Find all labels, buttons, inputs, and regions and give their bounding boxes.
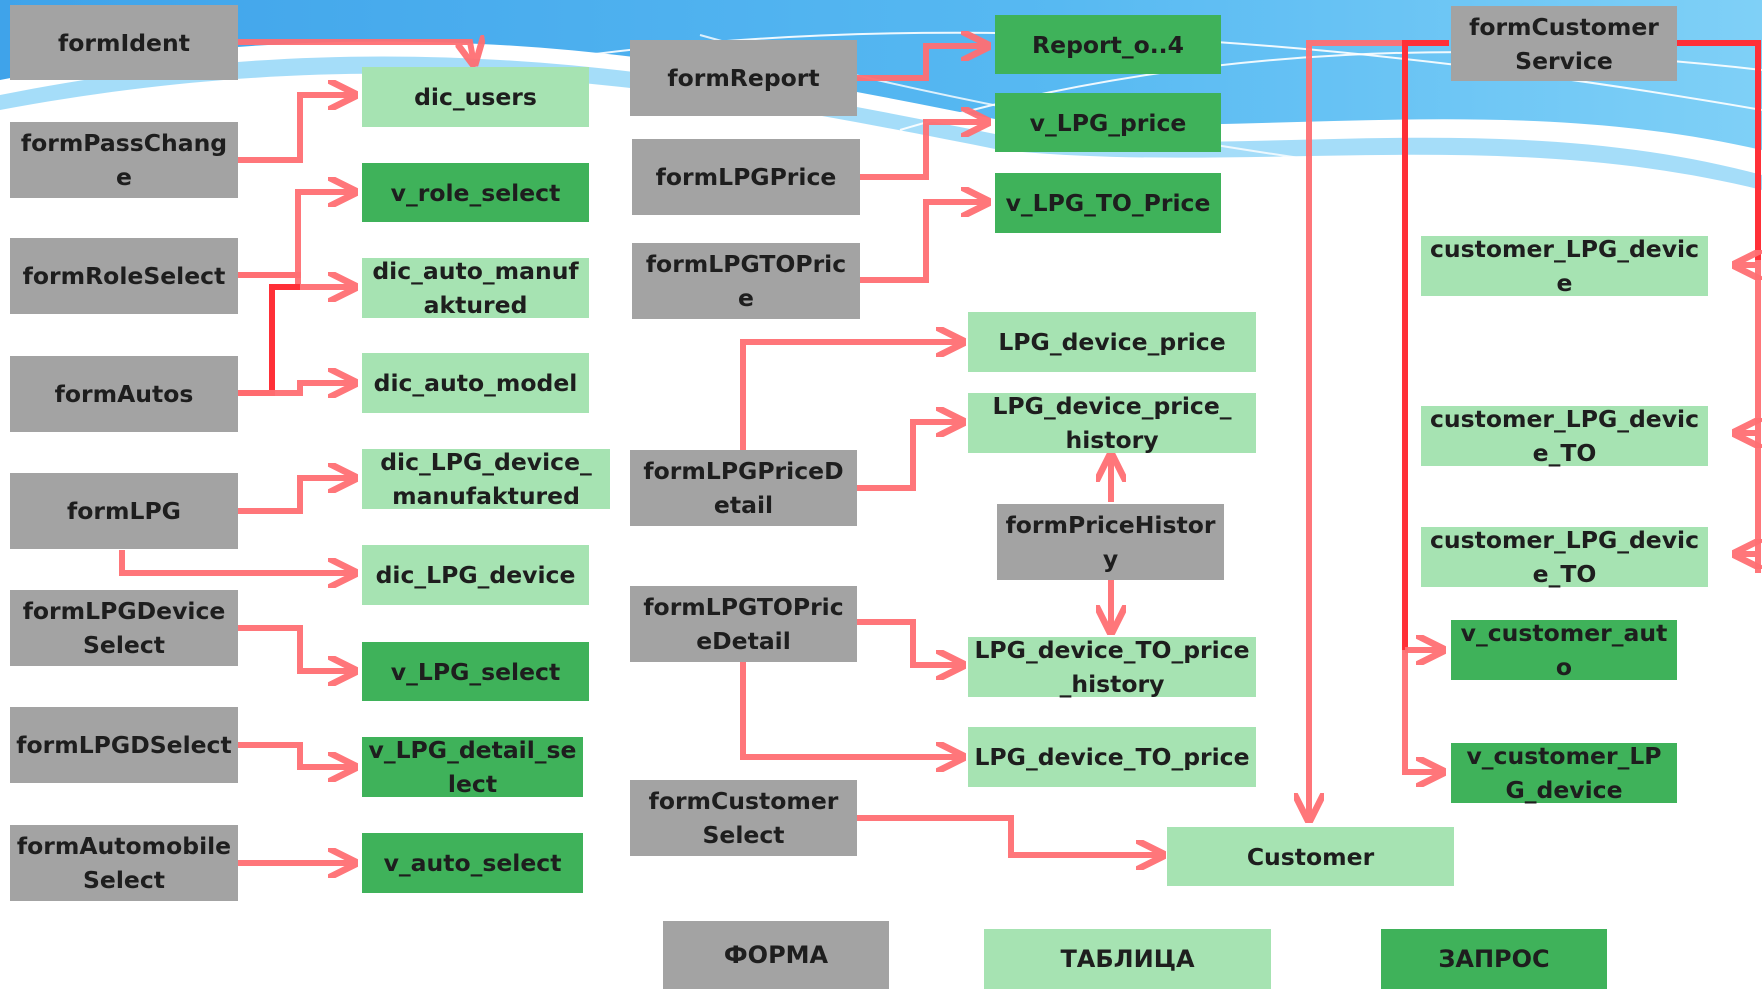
query-node-v_role_select: v_role_select	[362, 163, 589, 222]
table-node-customer_LPG_device_TO-1: customer_LPG_device_TO	[1421, 405, 1708, 467]
form-node-formAutomobileSelect: formAutomobileSelect	[10, 825, 238, 901]
form-node-formAutos: formAutos	[10, 356, 238, 432]
form-node-formIdent: formIdent	[10, 5, 238, 80]
table-node-customer_LPG_device_TO-2: customer_LPG_device_TO	[1421, 526, 1708, 588]
form-node-formReport: formReport	[630, 40, 857, 116]
table-node-dic_auto_model: dic_auto_model	[362, 353, 589, 413]
form-node-formLPGTOPrice: formLPGTOPrice	[632, 243, 860, 319]
form-node-formRoleSelect: formRoleSelect	[10, 238, 238, 314]
query-node-v_LPG_select: v_LPG_select	[362, 642, 589, 701]
form-node-formLPG: formLPG	[10, 473, 238, 549]
table-node-LPG_device_TO_price_history: LPG_device_TO_price_history	[968, 636, 1256, 698]
query-node-v_LPG_TO_Price: v_LPG_TO_Price	[995, 173, 1221, 233]
legend-query: ЗАПРОС	[1381, 929, 1607, 989]
table-node-LPG_device_price: LPG_device_price	[968, 312, 1256, 372]
table-node-dic_LPG_device_manufaktured: dic_LPG_device_manufaktured	[362, 448, 610, 510]
form-node-formCustomerService: formCustomer Service	[1451, 6, 1677, 81]
table-node-LPG_device_TO_price: LPG_device_TO_price	[968, 727, 1256, 787]
table-node-dic_users: dic_users	[362, 67, 589, 127]
legend-table: ТАБЛИЦА	[984, 929, 1271, 989]
table-node-customer_LPG_device: customer_LPG_device	[1421, 235, 1708, 297]
legend-form: ФОРМА	[663, 921, 889, 989]
form-node-formLPGTOPriceDetail: formLPGTOPriceDetail	[630, 586, 857, 662]
table-node-dic_LPG_device: dic_LPG_device	[362, 545, 589, 605]
form-node-formCustomerSelect: formCustomer Select	[630, 780, 857, 856]
table-node-dic_auto_manufaktured: dic_auto_manufaktured	[362, 257, 589, 319]
query-node-v_customer_LPG_device: v_customer_LPG_device	[1451, 742, 1677, 804]
query-node-v_customer_auto: v_customer_auto	[1451, 619, 1677, 681]
table-node-LPG_device_price_history: LPG_device_price_ history	[968, 392, 1256, 454]
query-node-v_LPG_price: v_LPG_price	[995, 93, 1221, 152]
query-node-Report_o4: Report_o..4	[995, 15, 1221, 74]
form-node-formPassChange: formPassChange	[10, 122, 238, 198]
query-node-v_LPG_detail_select: v_LPG_detail_select	[362, 736, 583, 798]
form-node-formLPGDSelect: formLPGDSelect	[10, 707, 238, 783]
form-node-formLPGPrice: formLPGPrice	[632, 139, 860, 215]
query-node-v_auto_select: v_auto_select	[362, 833, 583, 893]
form-node-formLPGPriceDetail: formLPGPriceDetail	[630, 450, 857, 526]
form-node-formPriceHistory: formPriceHistory	[997, 504, 1224, 580]
table-node-Customer: Customer	[1167, 827, 1454, 886]
form-node-formLPGDeviceSelect: formLPGDeviceSelect	[10, 590, 238, 666]
